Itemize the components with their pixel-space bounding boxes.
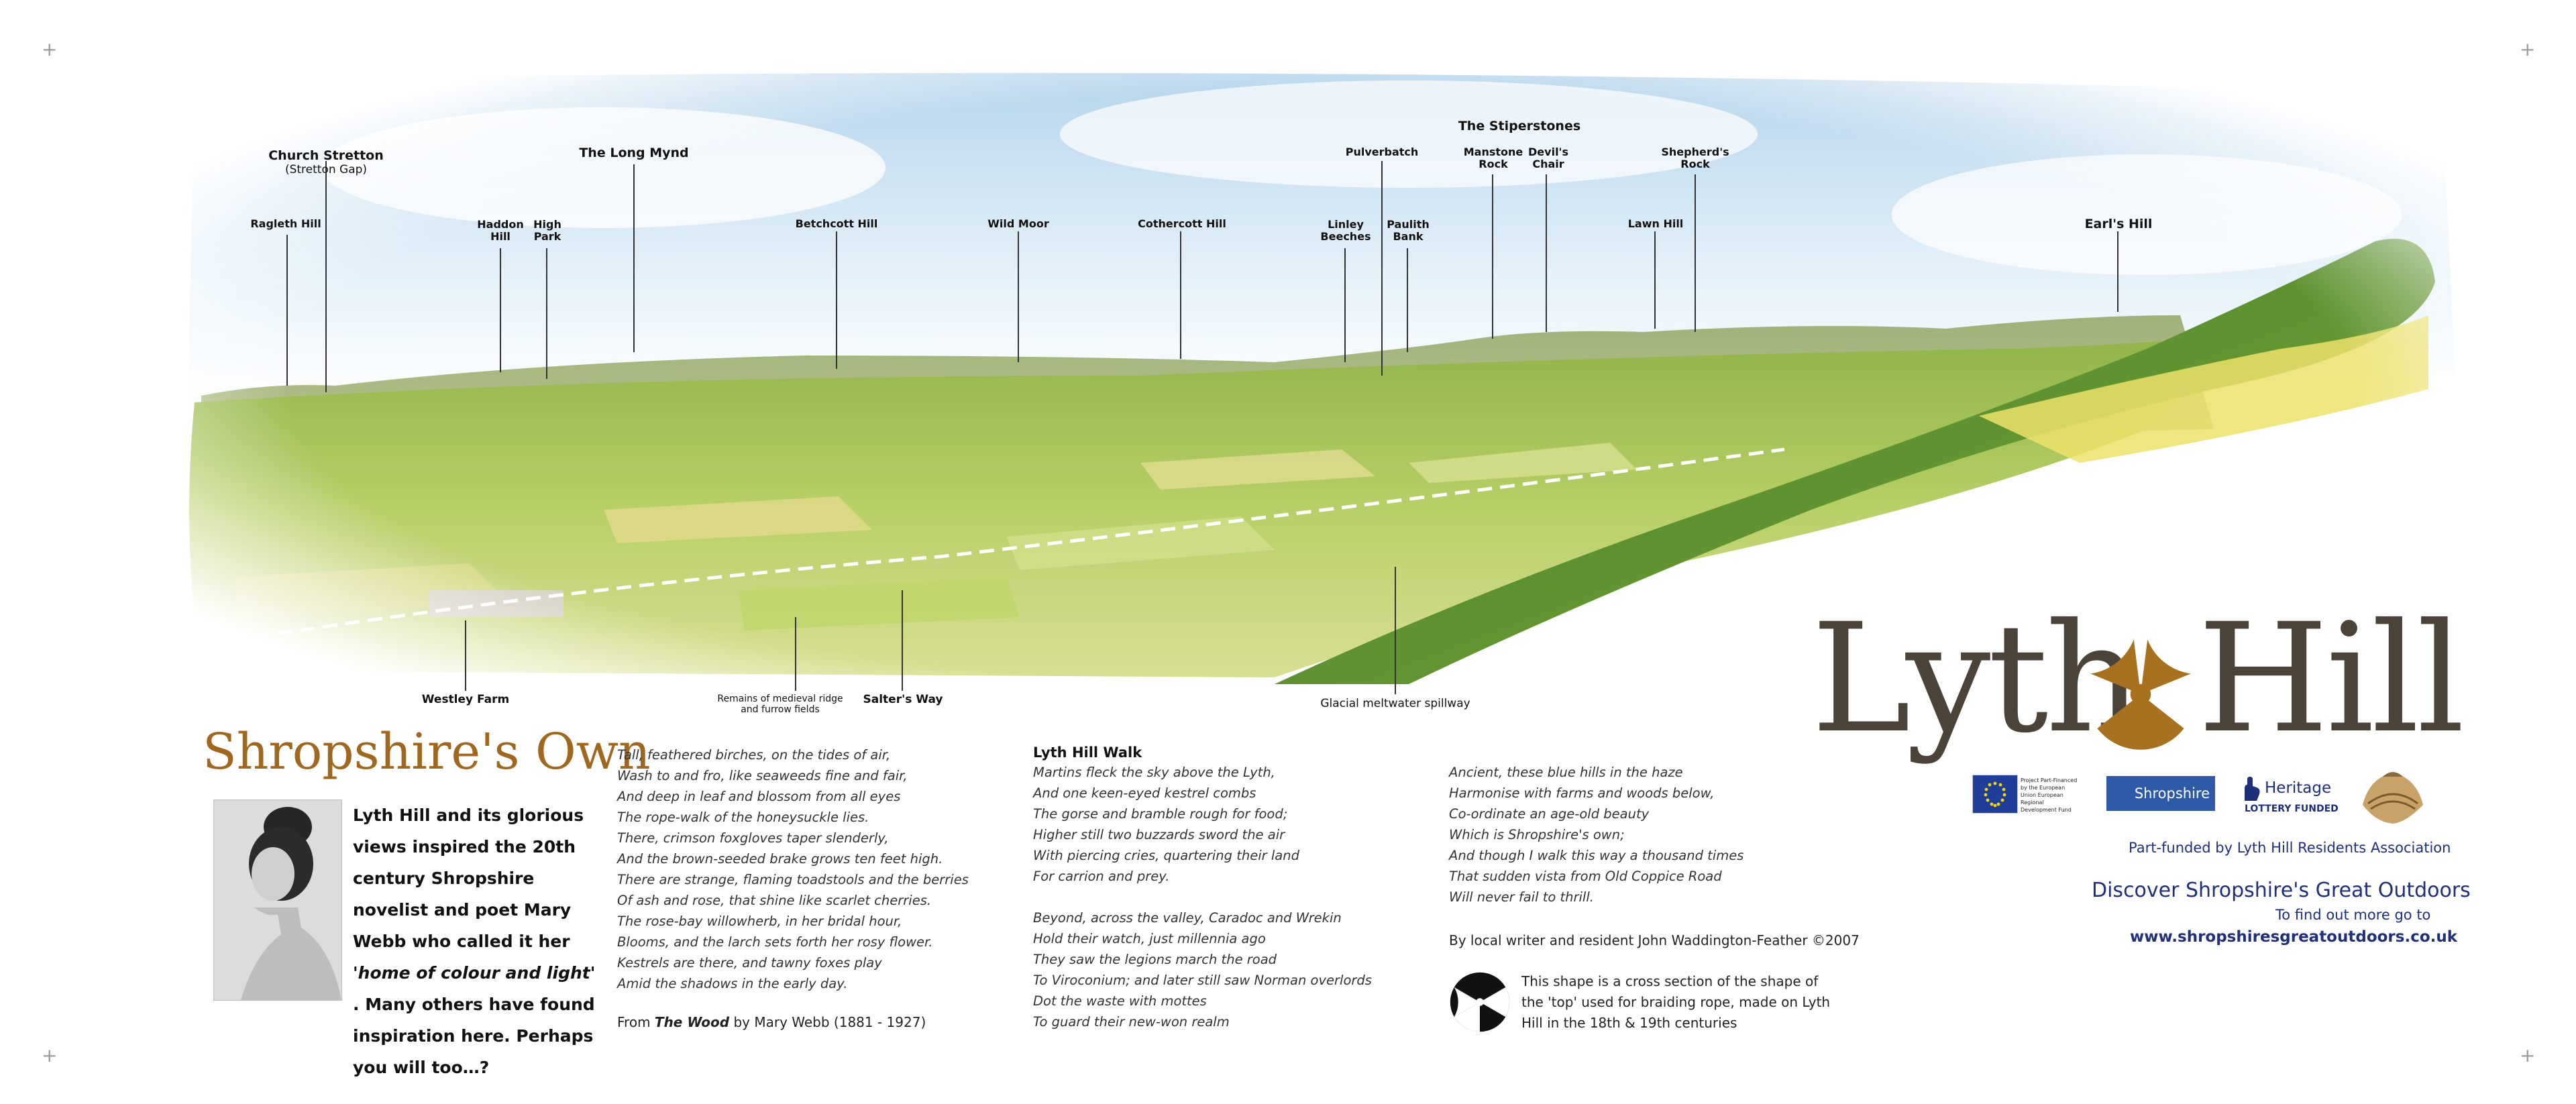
poem-source: From The Wood by Mary Webb (1881 - 1927) <box>617 1014 926 1030</box>
crop-mark-bottom-right: + <box>2520 1044 2536 1066</box>
label-linley-beeches: Linley Beeches <box>1320 218 1371 243</box>
eu-flag-icon <box>1972 775 2018 814</box>
rope-top-logo-icon <box>2090 639 2191 750</box>
label-wild-moor: Wild Moor <box>987 217 1049 230</box>
label-haddon-hill: Haddon Hill <box>477 218 524 243</box>
label-shepherds-rock: Shepherd's Rock <box>1661 146 1729 171</box>
label-pulverbatch: Pulverbatch <box>1345 146 1419 158</box>
poem-line: The rope-walk of the honeysuckle lies. <box>617 810 869 825</box>
lottery-funded-text: LOTTERY FUNDED <box>2245 804 2339 814</box>
poem-line: Of ash and rose, that shine like scarlet… <box>617 893 932 908</box>
lyth-hill-logo: Lyth Hill <box>1811 591 2465 778</box>
mary-webb-portrait <box>213 799 342 1001</box>
poem-line: There, crimson foxgloves taper slenderly… <box>617 830 889 846</box>
logo-word-hill: Hill <box>2198 591 2465 766</box>
poem-line: The gorse and bramble rough for food; <box>1033 806 1288 822</box>
poem-line: Kestrels are there, and tawny foxes play <box>617 955 882 971</box>
label-paulith-bank: Paulith Bank <box>1387 218 1430 243</box>
shropshire-council-logo: Shropshire <box>2106 776 2215 811</box>
poem-title-lyth-hill-walk: Lyth Hill Walk <box>1033 744 1142 761</box>
label-high-park: High Park <box>533 218 561 243</box>
poem-line: Hold their watch, just millennia ago <box>1033 931 1266 946</box>
poem-line: With piercing cries, quartering their la… <box>1033 848 1299 863</box>
part-funded-text: Part-funded by Lyth Hill Residents Assoc… <box>2129 840 2451 856</box>
poem-line: Higher still two buzzards sword the air <box>1033 827 1285 842</box>
poem-line: And deep in leaf and blossom from all ey… <box>617 789 901 804</box>
poem-line <box>1033 887 1372 907</box>
label-salters-way: Salter's Way <box>863 693 943 706</box>
poem-line: Ancient, these blue hills in the haze <box>1449 765 1683 780</box>
leader-lines <box>286 161 2118 694</box>
poem-line: Wash to and fro, like seaweeds fine and … <box>617 768 908 783</box>
rope-top-note: This shape is a cross section of the sha… <box>1521 973 1831 1031</box>
poem-line: There are strange, flaming toadstools an… <box>617 872 969 887</box>
label-lawn-hill: Lawn Hill <box>1627 217 1684 230</box>
poem-credit: By local writer and resident John Waddin… <box>1449 932 1860 948</box>
intro-quote: 'home of colour and light' <box>353 963 596 983</box>
label-devils-chair: Devil's Chair <box>1528 146 1568 171</box>
poem-line: Will never fail to thrill. <box>1449 889 1594 905</box>
label-earls-hill: Earl's Hill <box>2084 217 2153 231</box>
label-ragleth-hill: Ragleth Hill <box>250 217 321 230</box>
poem-continued: Ancient, these blue hills in the haze Ha… <box>1449 762 1743 907</box>
poem-line: To guard their new-won realm <box>1033 1014 1230 1030</box>
website-link[interactable]: www.shropshiresgreatoutdoors.co.uk <box>2130 928 2458 946</box>
label-church-stretton: Church Stretton (Stretton Gap) <box>268 148 384 176</box>
section-title: Shropshire's Own <box>203 723 651 781</box>
poem-the-wood: Tall, feathered birches, on the tides of… <box>617 744 969 994</box>
crop-mark-bottom-left: + <box>42 1044 58 1066</box>
poem-line: Which is Shropshire's own; <box>1449 827 1625 842</box>
label-cothercott-hill: Cothercott Hill <box>1138 217 1226 230</box>
poem-work-title: The Wood <box>654 1014 730 1030</box>
discover-text: Discover Shropshire's Great Outdoors <box>2092 879 2471 902</box>
poem-line: And the brown-seeded brake grows ten fee… <box>617 851 943 867</box>
label-long-mynd: The Long Mynd <box>579 146 689 160</box>
poem-line: Tall, feathered birches, on the tides of… <box>617 747 891 763</box>
poem-line: They saw the legions march the road <box>1033 952 1277 967</box>
residents-association-logo <box>2363 772 2423 824</box>
poem-line: And one keen-eyed kestrel combs <box>1033 785 1256 801</box>
rope-top-icon <box>1450 972 1510 1032</box>
label-manstone-rock: Manstone Rock <box>1463 146 1523 171</box>
lottery-hand-icon <box>2245 777 2260 801</box>
poem-line: The rose-bay willowherb, in her bridal h… <box>617 914 902 929</box>
label-glacial-spillway: Glacial meltwater spillway <box>1320 697 1470 710</box>
poem-line: Amid the shadows in the early day. <box>617 976 848 991</box>
label-stretton-gap: (Stretton Gap) <box>284 162 368 176</box>
poem-line: That sudden vista from Old Coppice Road <box>1449 869 1722 884</box>
poem-line: And though I walk this way a thousand ti… <box>1449 848 1744 863</box>
poem-line: Dot the waste with mottes <box>1033 993 1207 1009</box>
poem-line: Harmonise with farms and woods below, <box>1449 785 1715 801</box>
poem-line: Beyond, across the valley, Caradoc and W… <box>1033 910 1342 926</box>
heritage-text: Heritage <box>2265 779 2332 797</box>
crop-mark-top-right: + <box>2520 38 2536 60</box>
poem-lyth-hill-walk: Martins fleck the sky above the Lyth, An… <box>1033 762 1372 1032</box>
poem-line: For carrion and prey. <box>1033 869 1170 884</box>
poem-line: Blooms, and the larch sets forth her ros… <box>617 934 933 950</box>
intro-text: Lyth Hill and its glorious views inspire… <box>353 806 596 1077</box>
label-medieval-ridge: Remains of medieval ridge and furrow fie… <box>717 694 843 716</box>
find-out-text: To find out more go to <box>2275 907 2431 923</box>
crop-mark-top-left: + <box>42 38 58 60</box>
label-stiperstones: The Stiperstones <box>1458 119 1581 133</box>
logo-word-lyth: Lyth <box>1811 591 2143 766</box>
label-betchcott-hill: Betchcott Hill <box>795 217 878 230</box>
poem-line: To Viroconium; and later still saw Norma… <box>1033 973 1372 988</box>
eu-funding-text: Project Part-Financed by the European Un… <box>2021 777 2078 813</box>
label-westley-farm: Westley Farm <box>421 693 510 706</box>
poem-line: Martins fleck the sky above the Lyth, <box>1033 765 1275 780</box>
poem-line: Co-ordinate an age-old beauty <box>1449 806 1650 822</box>
